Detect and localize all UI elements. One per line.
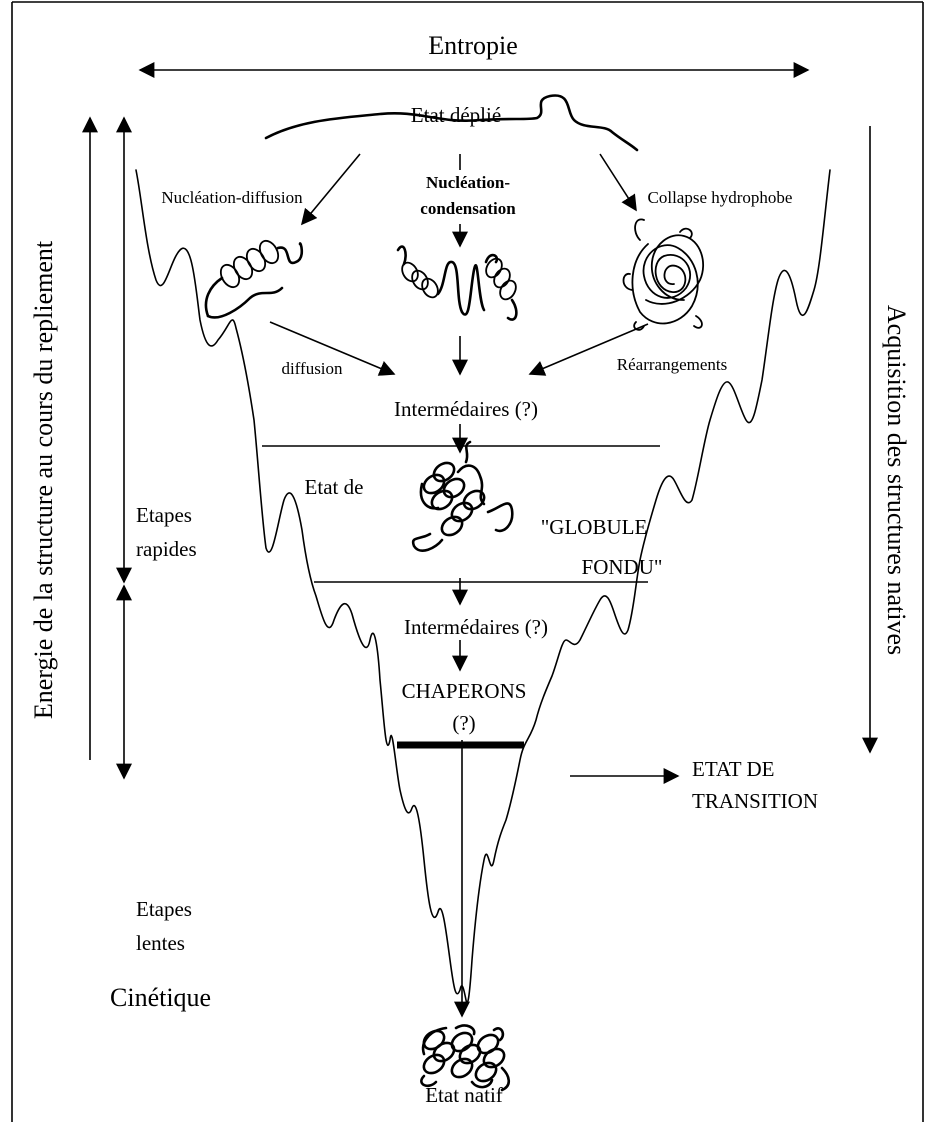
native-structures-axis-label: Acquisition des structures natives (882, 305, 911, 655)
chaperons-label-2: (?) (452, 711, 475, 735)
protein-molten-globule-icon (411, 440, 514, 552)
collapse-hydrophobe-label: Collapse hydrophobe (648, 188, 793, 207)
chaperons-label-1: CHAPERONS (402, 679, 527, 703)
protein-hydrophobic-collapse-icon (622, 218, 705, 331)
intermediates-label-2: Intermédaires (?) (404, 615, 548, 639)
molten-globule-label-2: FONDU" (582, 555, 663, 579)
transition-state-label-2: TRANSITION (692, 789, 818, 813)
molten-globule-prefix-label: Etat de (305, 475, 364, 499)
energy-axis-label: Energie de la structure au cours du repl… (29, 240, 58, 719)
protein-native-state-icon (420, 1024, 511, 1092)
intermediates-label-1: Intermédaires (?) (394, 397, 538, 421)
protein-nucleation-diffusion-icon (204, 239, 304, 319)
native-state-label: Etat natif (425, 1083, 503, 1107)
rearrangements-label: Réarrangements (617, 355, 727, 374)
page-frame (11, 1, 924, 1122)
unfolded-chain (264, 94, 639, 152)
slow-steps-label-2: lentes (136, 931, 185, 955)
kinetics-label: Cinétique (110, 983, 211, 1012)
protein-nucleation-condensation-icon (396, 245, 518, 321)
molten-globule-label-1: "GLOBULE (541, 515, 648, 539)
diffusion-label: diffusion (281, 359, 343, 378)
slow-steps-label-1: Etapes (136, 897, 192, 921)
transition-state-label-1: ETAT DE (692, 757, 775, 781)
energy-landscape-curve (135, 169, 831, 1004)
arrow-diffusion (269, 321, 396, 376)
rapid-steps-label-2: rapides (136, 537, 197, 561)
nucleation-condensation-label-2: condensation (420, 199, 516, 218)
arrow-to-collapse (599, 153, 637, 212)
nucleation-condensation-label-1: Nucléation- (426, 173, 510, 192)
nucleation-diffusion-label: Nucléation-diffusion (161, 188, 303, 207)
arrow-rearrangements (528, 323, 649, 376)
arrow-to-nucleation-diffusion (300, 153, 361, 226)
rapid-steps-label-1: Etapes (136, 503, 192, 527)
entropy-label: Entropie (428, 31, 518, 60)
unfolded-state-label: Etat déplié (411, 103, 501, 127)
